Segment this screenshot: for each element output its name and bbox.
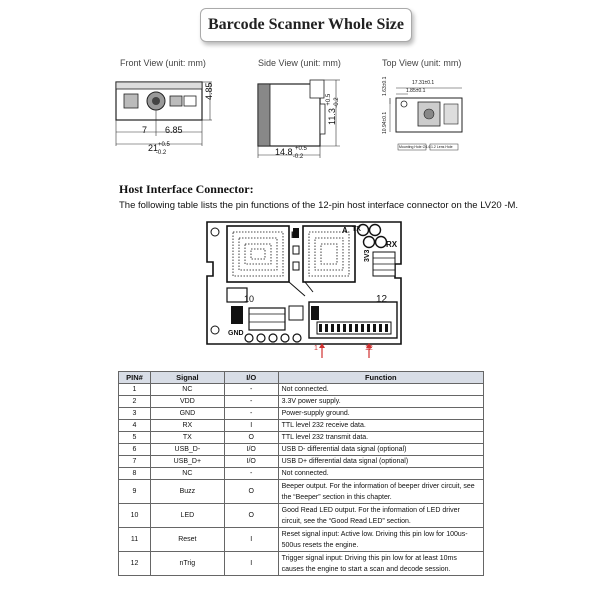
header-io: I/O (223, 371, 279, 384)
label-gnd: GND (228, 330, 244, 337)
side-view-drawing (257, 79, 340, 158)
table-row: 5 TX O TTL level 232 transmit data. (118, 431, 485, 444)
top-dim-d: 10.94±0.1 (382, 111, 388, 134)
signal-cell: GND (149, 407, 225, 420)
table-row: 7 USB_D+ I/O USB D+ differential data si… (118, 455, 485, 468)
table-header-row: PIN# Signal I/O Function (118, 371, 485, 384)
header-pin: PIN# (118, 371, 151, 384)
io-cell: I/O (223, 443, 279, 456)
function-cell: TTL level 232 transmit data. (277, 431, 485, 444)
function-cell: USB D+ differential data signal (optiona… (277, 455, 485, 468)
function-cell: Beeper output. For the information of be… (277, 479, 485, 504)
side-view-label: Side View (unit: mm) (258, 58, 341, 68)
function-cell: Trigger signal input: Driving this pin l… (277, 551, 485, 576)
label-k: K (291, 230, 298, 240)
pin-cell: 5 (118, 431, 151, 444)
arrow-label-1: 1 (314, 345, 318, 352)
pin-cell: 6 (118, 443, 151, 456)
io-cell: I/O (223, 455, 279, 468)
table-row: 2 VDD - 3.3V power supply. (118, 395, 485, 408)
label-3v3: 3V3 (364, 249, 371, 262)
top-note-left: Mounting Hole ∅1.6 (399, 145, 431, 149)
table-row: 3 GND - Power-supply ground. (118, 407, 485, 420)
io-cell: - (223, 395, 279, 408)
io-cell: O (223, 431, 279, 444)
signal-cell: LED (149, 503, 225, 528)
function-cell: Not connected. (277, 383, 485, 396)
label-a: A (342, 226, 348, 235)
front-view-drawing (115, 81, 212, 146)
connector-board-drawing (206, 221, 402, 358)
function-cell: Not connected. (277, 467, 485, 480)
function-cell: Power-supply ground. (277, 407, 485, 420)
front-left-dim: 7 (142, 125, 148, 135)
side-width-dim: 14.8 +0.5-0.2 (275, 146, 307, 160)
signal-cell: TX (149, 431, 225, 444)
signal-cell: nTrig (149, 551, 225, 576)
front-total-dim: 21+0.5-0.2 (148, 142, 170, 156)
title-box: Barcode Scanner Whole Size (200, 8, 412, 42)
top-note-right: 1.2 Lens Hole (431, 145, 453, 149)
io-cell: I (223, 419, 279, 432)
function-cell: Good Read LED output. For the informatio… (277, 503, 485, 528)
table-row: 11 Reset I Reset signal input: Active lo… (118, 527, 485, 552)
table-row: 12 nTrig I Trigger signal input: Driving… (118, 551, 485, 576)
arrow-label-12: 12 (365, 345, 373, 352)
io-cell: - (223, 383, 279, 396)
function-cell: 3.3V power supply. (277, 395, 485, 408)
label-pin10: 10 (244, 294, 255, 304)
table-row: 1 NC - Not connected. (118, 383, 485, 396)
side-height-dim: 11.3 +0.5-0.2 (326, 93, 340, 125)
header-signal: Signal (149, 371, 225, 384)
signal-cell: Buzz (149, 479, 225, 504)
pin-cell: 12 (118, 551, 151, 576)
pin-cell: 7 (118, 455, 151, 468)
pin-cell: 3 (118, 407, 151, 420)
table-row: 6 USB_D- I/O USB D- differential data si… (118, 443, 485, 456)
pin-cell: 10 (118, 503, 151, 528)
function-cell: USB D- differential data signal (optiona… (277, 443, 485, 456)
signal-cell: NC (149, 467, 225, 480)
pin-cell: 11 (118, 527, 151, 552)
top-dim-b: 1.85±0.1 (406, 88, 426, 94)
io-cell: - (223, 407, 279, 420)
section-heading: Host Interface Connector: (119, 182, 254, 196)
label-rx: RX (386, 240, 398, 249)
pin-cell: 2 (118, 395, 151, 408)
top-view-drawing (389, 87, 463, 151)
signal-cell: RX (149, 419, 225, 432)
io-cell: I (223, 551, 279, 576)
table-row: 10 LED O Good Read LED output. For the i… (118, 503, 485, 528)
pin-cell: 1 (118, 383, 151, 396)
signal-cell: NC (149, 383, 225, 396)
signal-cell: Reset (149, 527, 225, 552)
front-view-label: Front View (unit: mm) (120, 58, 206, 68)
signal-cell: USB_D- (149, 443, 225, 456)
top-dim-a: 17.31±0.1 (412, 80, 435, 86)
table-row: 4 RX I TTL level 232 receive data. (118, 419, 485, 432)
front-height-dim: 4.85 (204, 82, 214, 100)
pin-function-table: PIN# Signal I/O Function 1 NC - Not conn… (118, 371, 485, 576)
table-row: 8 NC - Not connected. (118, 467, 485, 480)
label-tx: TX (352, 226, 361, 233)
function-cell: Reset signal input: Active low. Driving … (277, 527, 485, 552)
io-cell: O (223, 503, 279, 528)
io-cell: O (223, 479, 279, 504)
header-function: Function (277, 371, 485, 384)
function-cell: TTL level 232 receive data. (277, 419, 485, 432)
signal-cell: USB_D+ (149, 455, 225, 468)
front-right-dim: 6.85 (165, 125, 183, 135)
top-view-label: Top View (unit: mm) (382, 58, 462, 68)
label-pin12: 12 (376, 294, 388, 305)
io-cell: - (223, 467, 279, 480)
io-cell: I (223, 527, 279, 552)
top-dim-c: 1.63±0.1 (382, 76, 388, 96)
table-row: 9 Buzz O Beeper output. For the informat… (118, 479, 485, 504)
signal-cell: VDD (149, 395, 225, 408)
page-title: Barcode Scanner Whole Size (208, 16, 404, 33)
pin-cell: 4 (118, 419, 151, 432)
section-description: The following table lists the pin functi… (119, 200, 519, 211)
pin-cell: 9 (118, 479, 151, 504)
pin-cell: 8 (118, 467, 151, 480)
